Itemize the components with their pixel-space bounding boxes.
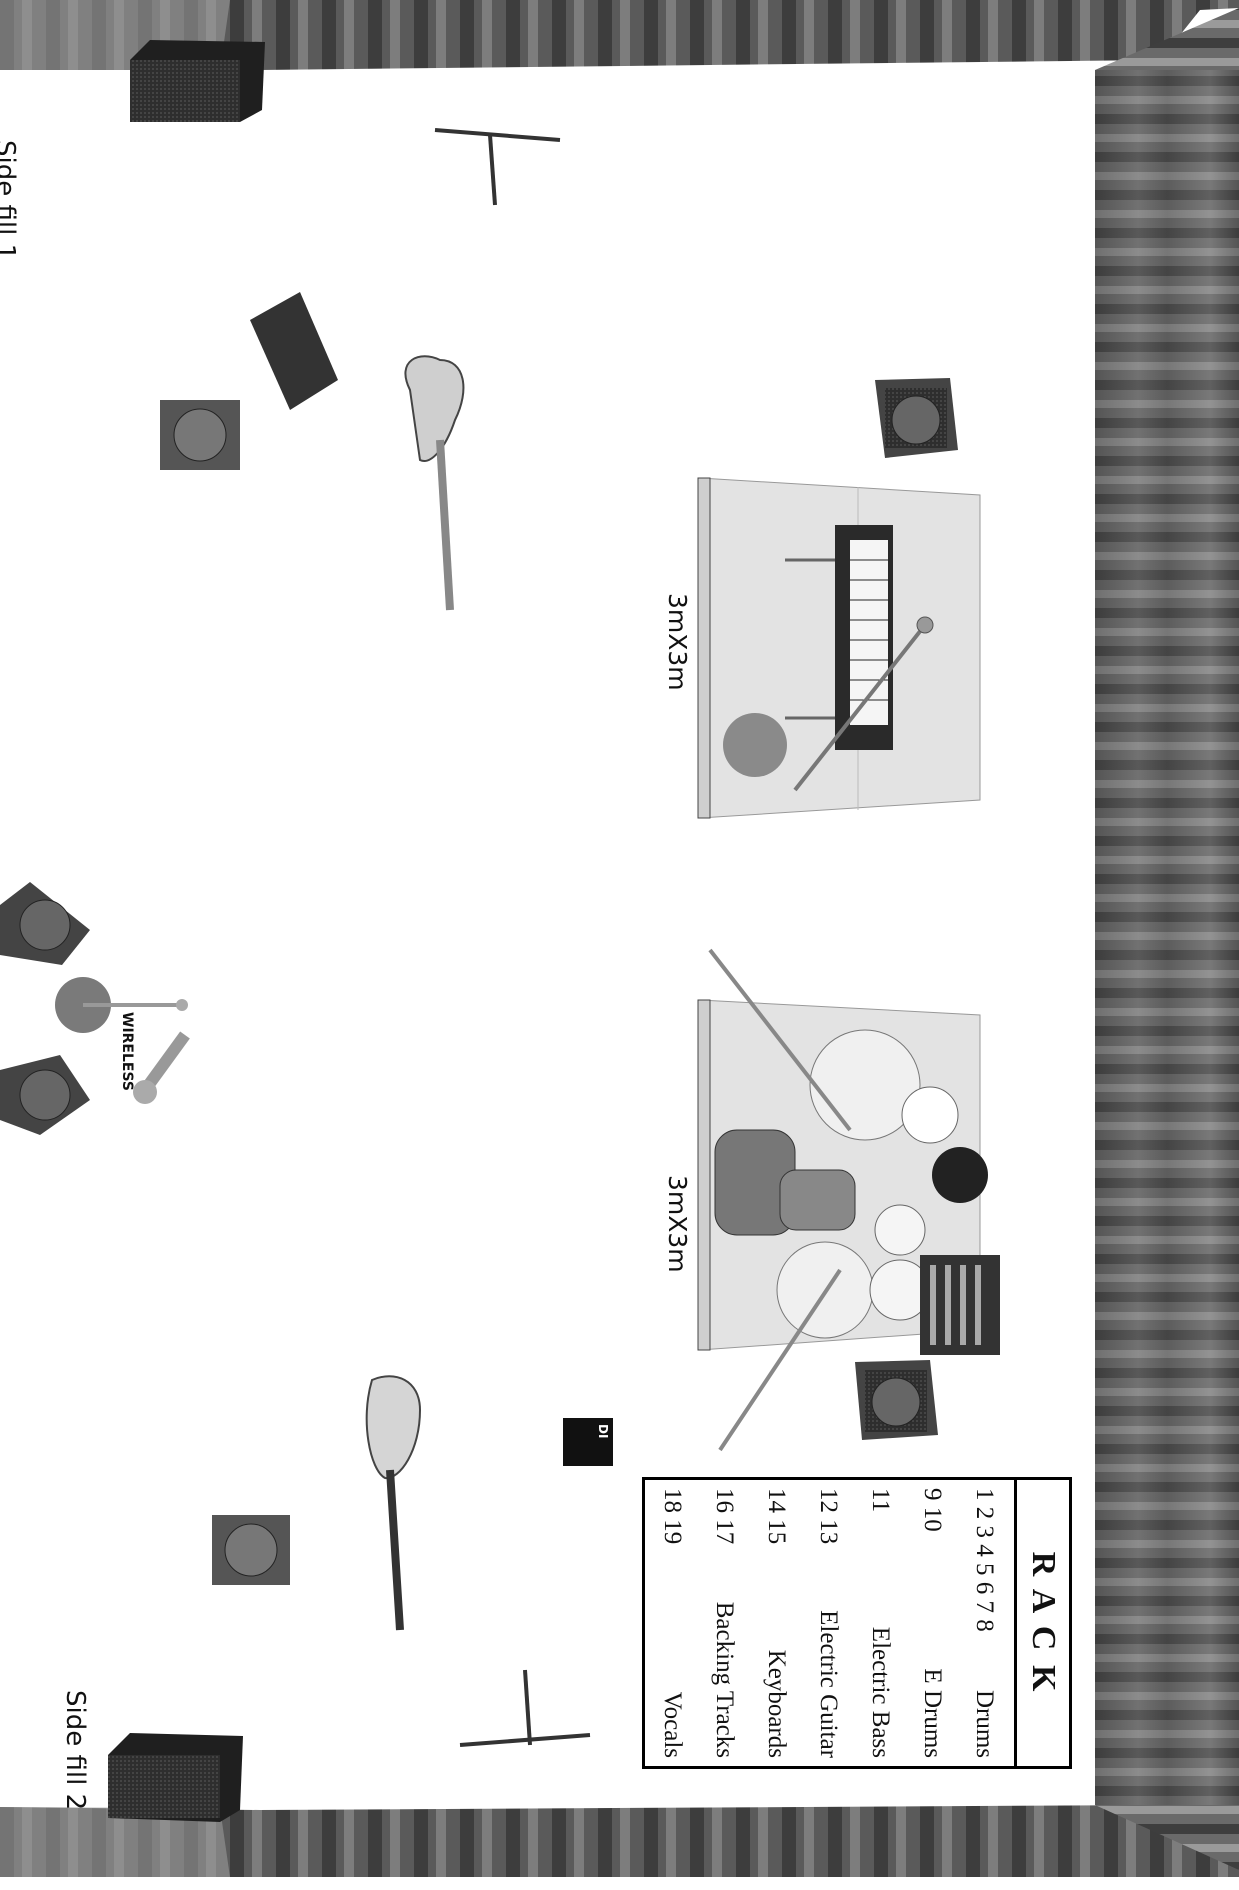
vocal-wedge-monitor-icon-1 — [0, 882, 90, 965]
side-fill-2-label: Side fill 2 — [60, 1690, 90, 1890]
electric-guitar-icon — [405, 356, 463, 610]
wireless-mic-icon — [133, 1035, 185, 1104]
drum-wedge-monitor-icon — [855, 1360, 938, 1440]
drum-mixer-icon — [920, 1255, 1000, 1355]
rack-title: R A C K — [1014, 1480, 1069, 1766]
keys-amp-icon — [160, 400, 240, 470]
di-label: DI — [596, 1424, 610, 1464]
bass-guitar-icon — [367, 1376, 420, 1630]
side-fill-2-speaker — [108, 1733, 243, 1822]
bass-amp-icon — [212, 1515, 290, 1585]
back-curtain — [1095, 8, 1239, 1870]
keyboard-floor-circle — [723, 713, 787, 777]
drum-riser-label: 3mX3m — [663, 1175, 692, 1315]
guitar-stand-icon-2 — [460, 1670, 590, 1745]
keyboard-riser-label: 3mX3m — [663, 593, 692, 733]
side-fill-1-label: Side fill 1 — [0, 140, 20, 340]
vocal-wedge-monitor-icon-2 — [0, 1055, 90, 1135]
effects-pedalboard-icon — [250, 292, 338, 410]
guitar-stand-icon-1 — [435, 130, 560, 205]
wireless-label: WIRELESS — [119, 1012, 135, 1112]
keyboard-wedge-monitor-icon — [875, 378, 958, 458]
side-fill-1-speaker — [130, 40, 265, 122]
